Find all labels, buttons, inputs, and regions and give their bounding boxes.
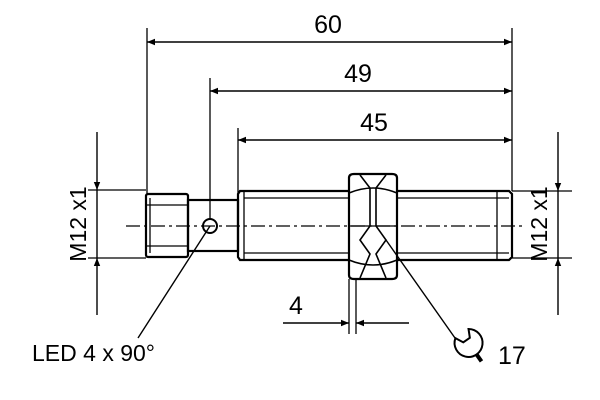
sensor-body [144, 172, 514, 281]
extension-lines [88, 28, 572, 334]
horizontal-dimensions [147, 38, 512, 327]
vertical-dimensions [93, 132, 562, 315]
leader-lines [137, 225, 456, 339]
wrench-size-label: 17 [498, 342, 526, 370]
wrench-leader [385, 239, 456, 339]
led-leader [137, 225, 211, 339]
dim-label-60: 60 [314, 11, 342, 39]
led-note: LED 4 x 90° [32, 340, 155, 366]
wrench-icon [453, 327, 484, 363]
hex-nut [347, 172, 399, 281]
dim-label-4: 4 [289, 292, 303, 320]
dim-label-49: 49 [344, 60, 372, 88]
dim-label-45: 45 [360, 109, 388, 137]
thread-label-right: M12 x1 [526, 186, 552, 261]
thread-label-left: M12 x1 [65, 186, 91, 261]
threaded-barrel [236, 189, 514, 262]
